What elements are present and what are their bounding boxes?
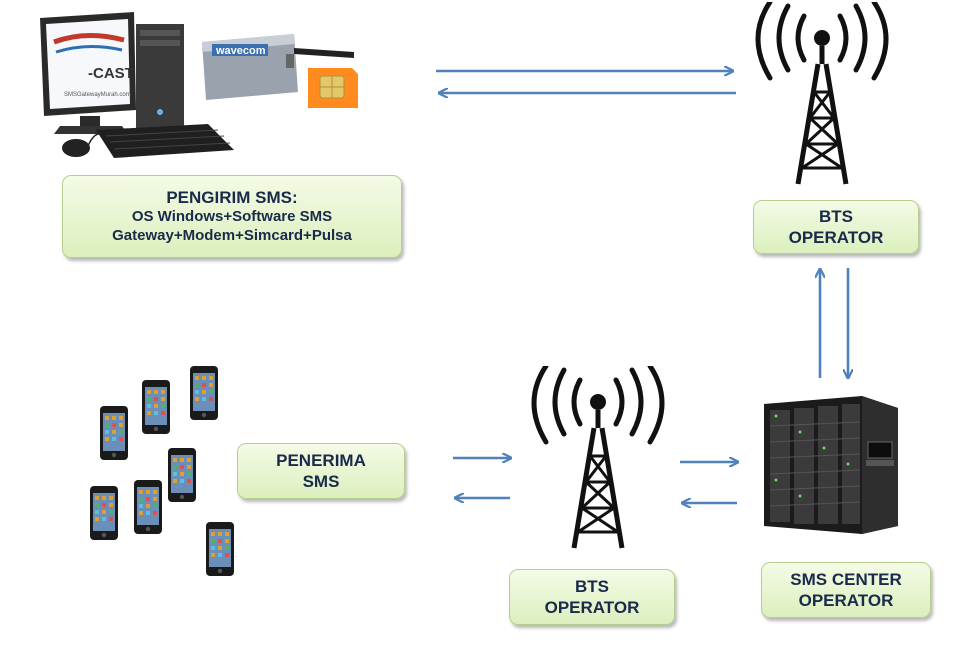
monitor-caption: SMSGatewayMurah.com <box>64 92 131 98</box>
mobile-phone-icon <box>90 366 234 576</box>
smsc-line-2: OPERATOR <box>798 591 894 610</box>
gsm-modem-icon: wavecom <box>202 34 354 100</box>
receiver-label-box: PENERIMA SMS <box>237 443 405 499</box>
bts-bottom-line-1: BTS <box>575 576 609 596</box>
sender-label-box: PENGIRIM SMS: OS Windows+Software SMS Ga… <box>62 175 402 258</box>
bts-bottom-line-2: OPERATOR <box>544 598 640 617</box>
bts-top-line-1: BTS <box>819 206 853 226</box>
bts-top-line-2: OPERATOR <box>788 228 884 247</box>
server-rack-icon <box>764 396 898 534</box>
bts-bottom-label-box: BTS OPERATOR <box>509 569 675 625</box>
receiver-line-1: PENERIMA <box>276 450 366 470</box>
mobile-phones-cluster <box>86 366 236 582</box>
computer-icon: -CAST SMSGatewayMurah.com wavecom <box>40 12 358 158</box>
modem-brand: wavecom <box>215 45 266 57</box>
receiver-line-2: SMS <box>302 472 340 491</box>
sim-card-icon <box>308 68 358 108</box>
smsc-line-1: SMS CENTER <box>790 569 902 589</box>
sender-title: PENGIRIM SMS: <box>166 188 298 208</box>
radio-tower-icon <box>531 366 665 549</box>
radio-tower-icon <box>755 2 889 185</box>
sender-line-2: Gateway+Modem+Simcard+Pulsa <box>112 227 352 245</box>
monitor-logo: -CAST <box>88 65 134 82</box>
bts-top-label-box: BTS OPERATOR <box>753 200 919 254</box>
sender-line-1: OS Windows+Software SMS <box>131 208 333 226</box>
smsc-label-box: SMS CENTER OPERATOR <box>761 562 931 618</box>
